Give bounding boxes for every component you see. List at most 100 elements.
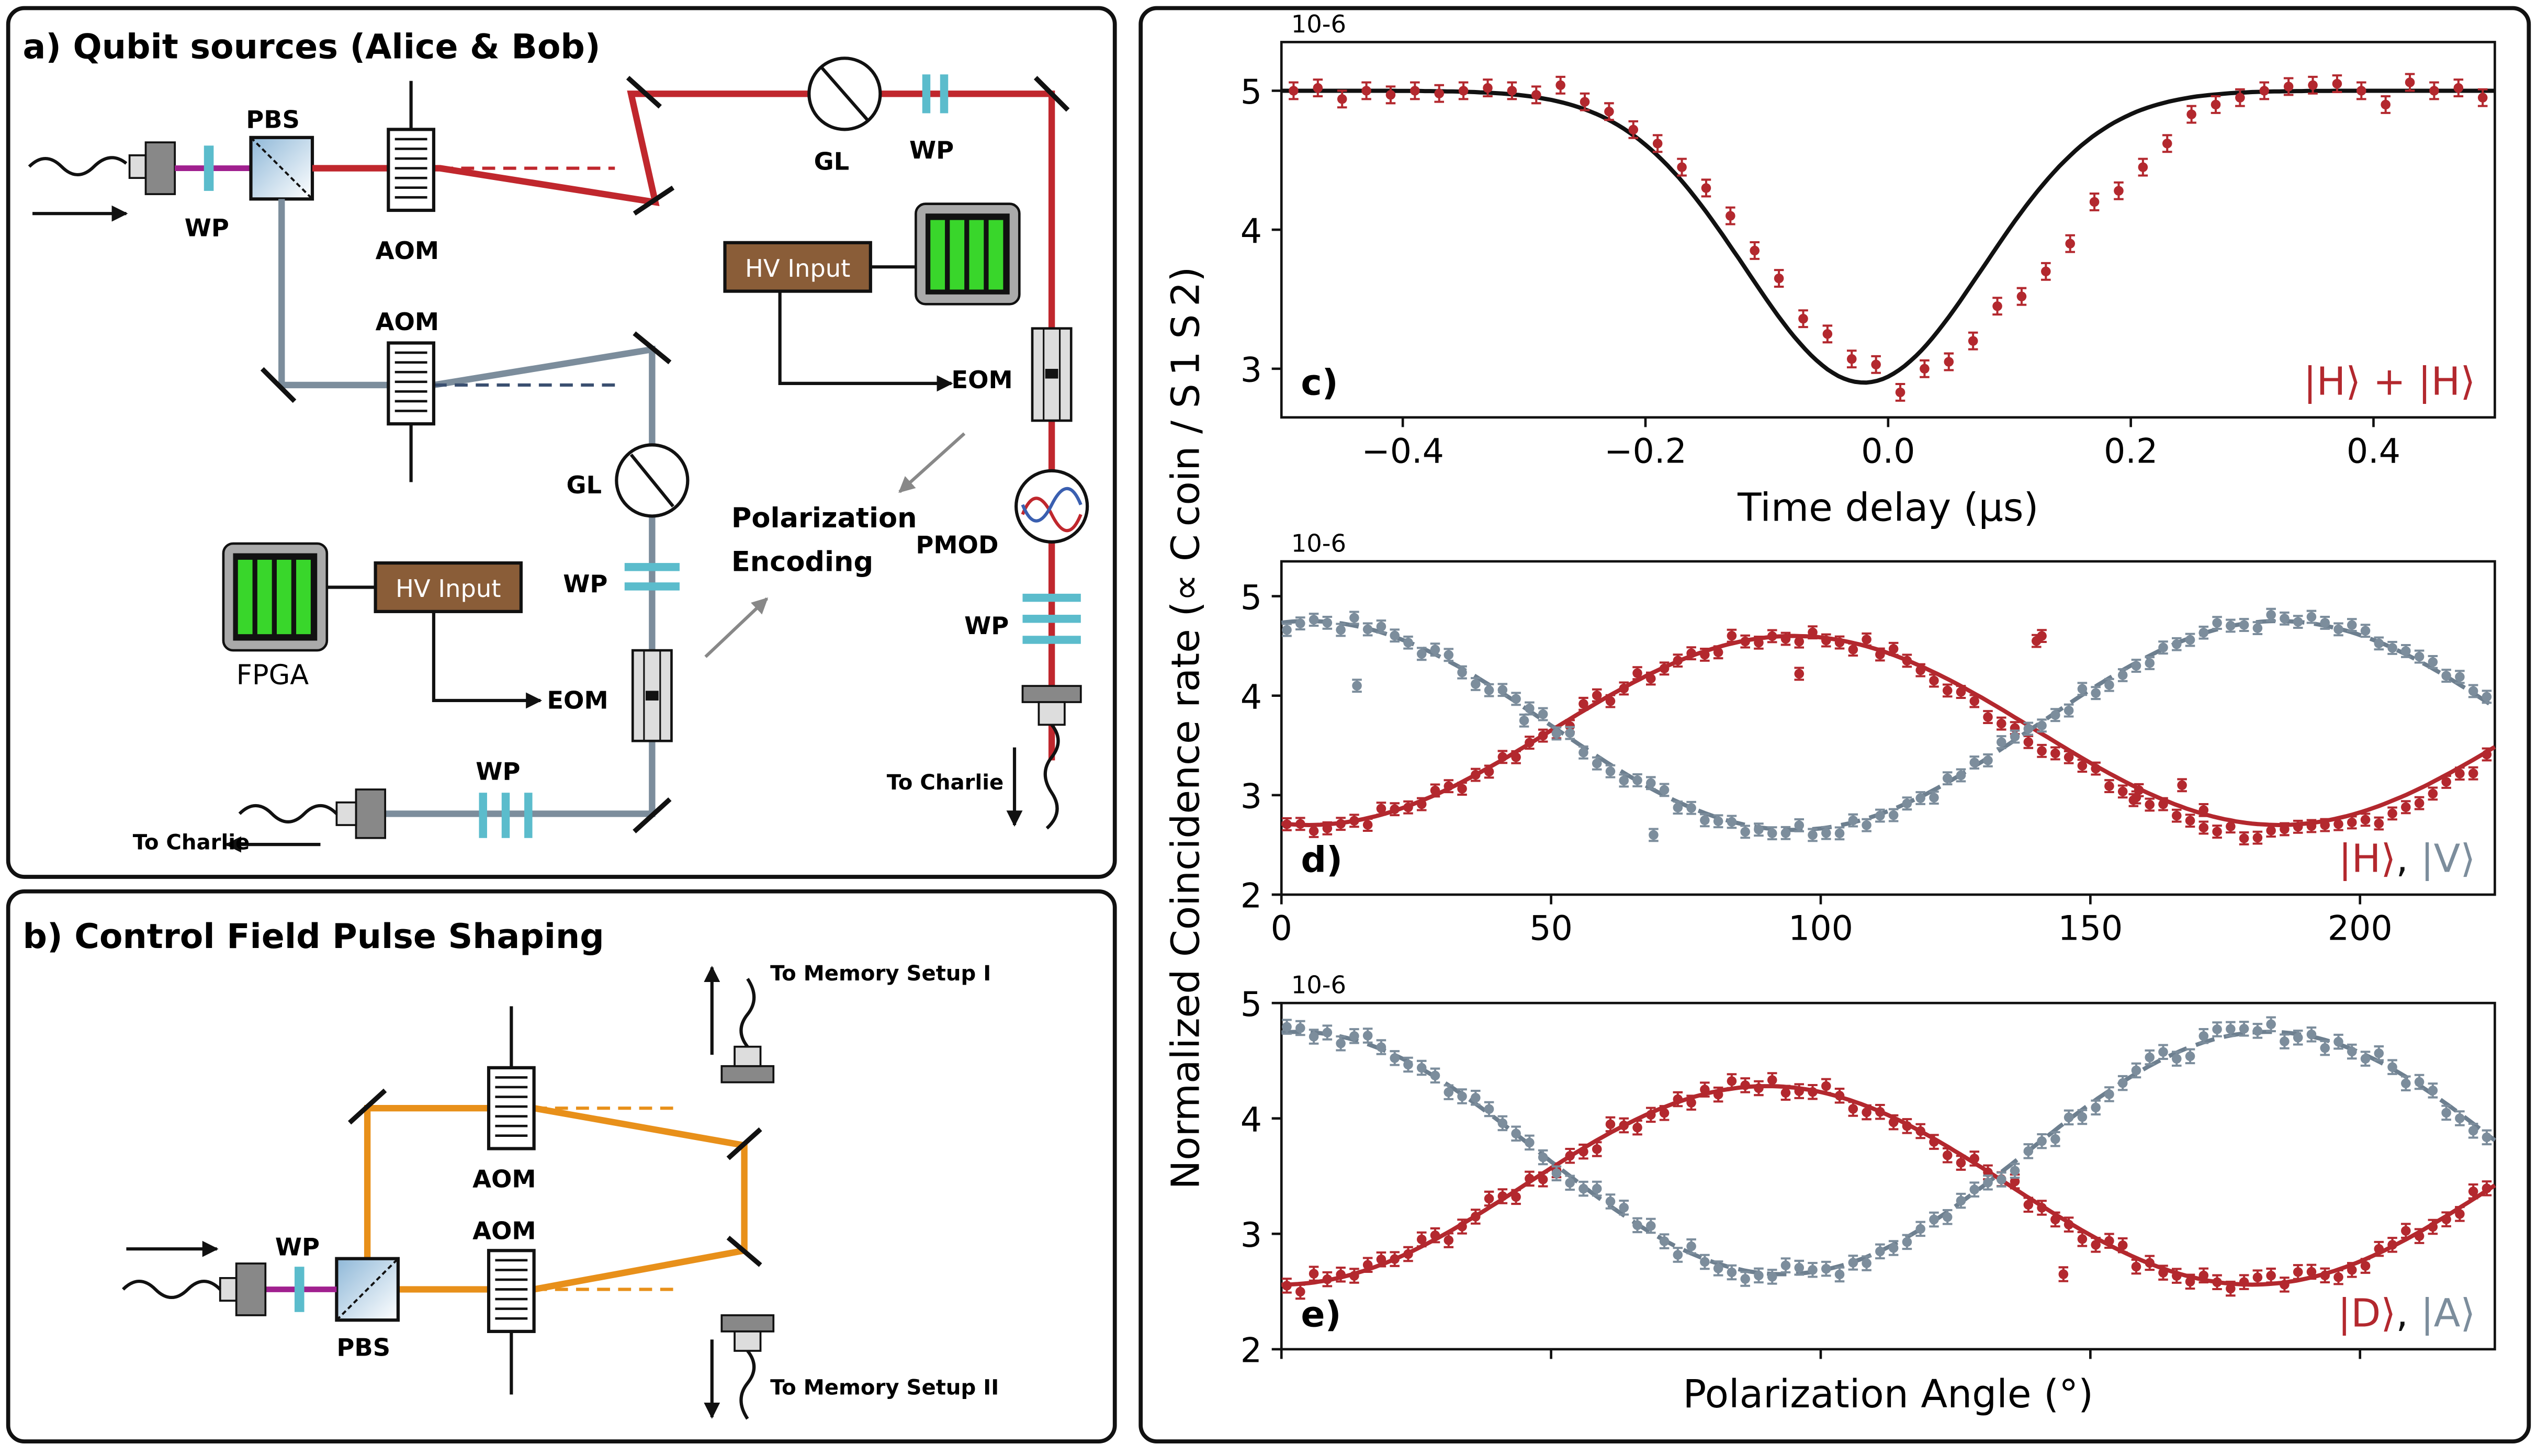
waveplate-right-1: [1022, 593, 1081, 602]
data-point: [1592, 1183, 1602, 1194]
data-point: [1336, 1269, 1346, 1280]
data-point: [2468, 1125, 2478, 1136]
data-point: [1376, 622, 1386, 631]
data-point: [1592, 1144, 1602, 1154]
legend-part: |V⟩: [2421, 836, 2476, 882]
waveplate-bottom-2: [501, 793, 510, 838]
data-point: [2441, 671, 2451, 681]
data-point: [1362, 1260, 1373, 1270]
data-point: [1652, 139, 1663, 149]
data-point: [2185, 1277, 2195, 1287]
series-0: [1281, 73, 2495, 402]
data-point: [2387, 1062, 2397, 1072]
data-point: [2428, 657, 2438, 667]
data-point: [1969, 1184, 1980, 1194]
data-point: [1834, 1090, 1845, 1101]
data-point: [2441, 1108, 2451, 1118]
data-point: [1700, 1257, 1710, 1267]
data-point: [1619, 775, 1629, 786]
data-point: [1780, 828, 1791, 838]
data-point: [1888, 644, 1899, 654]
data-point: [1578, 699, 1588, 709]
data-point: [1727, 817, 1737, 827]
fpga-icon-low: [222, 542, 329, 652]
data-point: [1888, 1117, 1899, 1127]
x-axis-label: Polarization Angle (°): [1683, 1371, 2094, 1417]
y-tick-label: 4: [1241, 1100, 1262, 1139]
mirror-a5: [633, 331, 672, 365]
fit-curve: [1281, 88, 2495, 385]
label-eom-top: EOM: [951, 366, 1012, 394]
series-1: [1281, 607, 2496, 842]
data-point: [1376, 1254, 1386, 1265]
data-point: [1309, 1269, 1319, 1279]
data-point: [2010, 731, 2020, 742]
data-point: [2356, 86, 2366, 96]
data-point: [2131, 1065, 2141, 1076]
data-point: [1942, 1212, 1953, 1222]
label-wp-top: WP: [909, 136, 954, 164]
fiber-coupler-right: [1021, 685, 1082, 703]
label-wp-b: WP: [275, 1233, 320, 1261]
data-point: [1619, 1202, 1629, 1213]
waveplate-right-2: [1022, 615, 1081, 623]
data-point: [1808, 627, 1818, 637]
data-point: [2050, 1134, 2060, 1144]
data-point: [1592, 690, 1602, 701]
waveplate-low-1: [624, 563, 680, 571]
data-point: [2280, 824, 2290, 834]
data-point: [2134, 785, 2144, 795]
data-point: [1740, 1080, 1750, 1090]
data-point: [1295, 1023, 1305, 1033]
data-point: [2280, 1036, 2290, 1046]
data-point: [1416, 649, 1427, 659]
waveplate-right-3: [1022, 636, 1081, 644]
data-point: [1871, 359, 1881, 370]
data-point: [1390, 630, 1400, 641]
data-point: [1295, 1286, 1305, 1297]
data-point: [1646, 1110, 1656, 1120]
data-point: [1754, 1270, 1764, 1281]
data-point: [2401, 1226, 2411, 1236]
y-tick-label: 4: [1241, 212, 1262, 251]
data-point: [1458, 86, 1469, 96]
data-point: [1619, 1120, 1629, 1131]
y-tick-label: 5: [1241, 73, 1262, 112]
data-point: [1525, 738, 1535, 748]
data-point: [1619, 683, 1629, 694]
data-point: [2293, 822, 2303, 832]
data-point: [2468, 768, 2478, 778]
data-point: [1457, 1091, 1467, 1101]
label-wp-low: WP: [563, 570, 607, 598]
data-point: [1337, 94, 1347, 104]
aom-b-bottom: [487, 1249, 536, 1395]
fit-curve: [1281, 1030, 2496, 1277]
data-point: [1483, 83, 1493, 93]
data-point: [1403, 1059, 1413, 1070]
data-point: [1713, 1089, 1723, 1100]
data-point: [1565, 1150, 1575, 1161]
data-point: [2374, 1048, 2384, 1058]
data-point: [2211, 99, 2221, 110]
data-point: [1686, 1241, 1696, 1251]
label-aom-a2: AOM: [376, 308, 439, 336]
scale-label: 10-6: [1291, 971, 1346, 999]
data-point: [1497, 1118, 1508, 1128]
data-point: [1511, 694, 1521, 704]
data-point: [2429, 86, 2439, 96]
data-point: [1471, 1092, 1481, 1103]
panel-b: b) Control Field Pulse Shaping AOM AOM: [6, 889, 1117, 1444]
data-point: [2037, 1136, 2047, 1146]
data-point: [2387, 1240, 2397, 1250]
data-point: [2308, 80, 2318, 91]
data-point: [2280, 614, 2290, 624]
data-point: [2333, 624, 2343, 635]
data-point: [1605, 1119, 1616, 1130]
label-fpga: FPGA: [236, 659, 309, 691]
mirror-b3: [726, 1236, 762, 1267]
label-to-memory-2: To Memory Setup II: [770, 1375, 999, 1399]
data-point: [1362, 820, 1373, 830]
data-point: [2333, 819, 2343, 829]
data-point: [1888, 1243, 1899, 1253]
data-point: [1848, 1258, 1858, 1268]
